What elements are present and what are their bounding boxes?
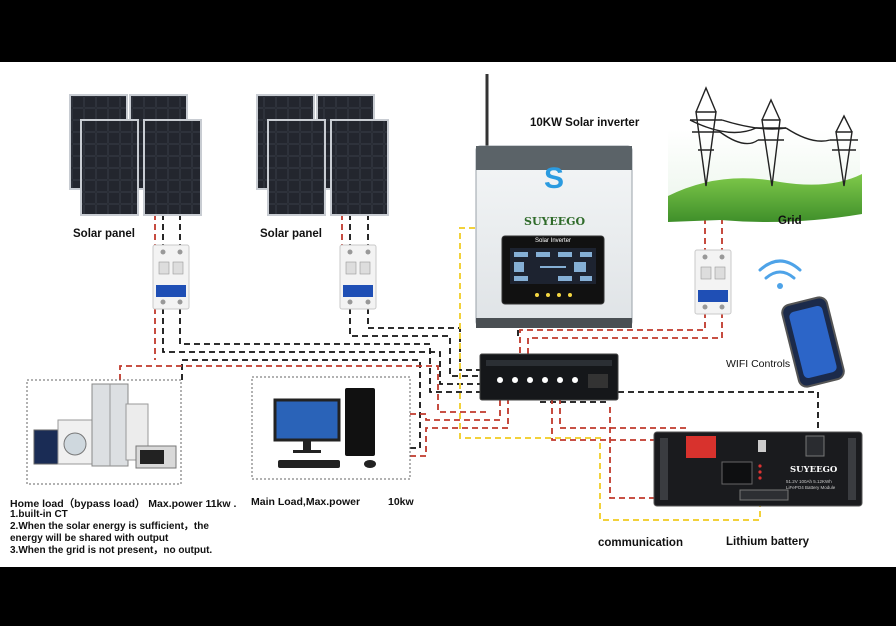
comm-wire <box>459 227 761 521</box>
diagram-canvas: Solar panel Solar panel 10KW Solar inver… <box>0 62 896 567</box>
ac-wires <box>119 214 735 499</box>
battery-spec-1: 51.2V 100Ah 5.12KWh <box>786 479 832 484</box>
wifi-icon <box>758 259 802 289</box>
computer-icon <box>273 388 376 468</box>
home-load-box <box>26 379 182 485</box>
home-appliances <box>33 383 177 469</box>
smartphone-icon <box>781 296 845 388</box>
solar-panel-array-left <box>69 94 202 216</box>
breaker-left <box>152 244 190 310</box>
wiring-diagram <box>26 74 863 521</box>
inverter-brand: SUYEEGO <box>524 215 586 228</box>
home-load-title: Home load（bypass load） Max.power 11kw . <box>10 498 237 510</box>
battery-brand: SUYEEGO <box>790 465 838 475</box>
main-load-label: Main Load,Max.power <box>251 496 361 508</box>
lithium-battery-label: Lithium battery <box>726 536 810 548</box>
inverter-screen-title: Solar Inverter <box>534 238 571 244</box>
inverter <box>475 74 633 328</box>
breaker-grid <box>694 249 732 315</box>
inverter-logo: S <box>543 162 564 195</box>
solar-panel-left-label: Solar panel <box>73 228 135 240</box>
solar-panel-array-right <box>256 94 389 216</box>
wifi-controls-label: WIFI Controls <box>726 358 791 370</box>
lithium-battery <box>653 431 863 507</box>
home-load-note: 1.built-in CT <box>10 509 68 520</box>
main-load-power: 10kw <box>388 496 414 508</box>
communication-label: communication <box>598 537 683 549</box>
home-load-note: 3.When the grid is not present，no output… <box>10 545 213 556</box>
home-load-note: energy will be shared with output <box>10 533 169 544</box>
solar-panel-right-label: Solar panel <box>260 228 322 240</box>
battery-spec-2: LiFePO4 Battery Module <box>786 485 836 490</box>
breaker-right <box>339 244 377 310</box>
home-load-note: 2.When the solar energy is sufficient，th… <box>10 521 209 532</box>
grid-label: Grid <box>778 215 802 227</box>
distribution-box <box>479 353 619 401</box>
main-load-box <box>251 376 411 480</box>
inverter-title: 10KW Solar inverter <box>530 117 640 129</box>
grid-scene <box>668 86 862 222</box>
home-load-notes: 1.built-in CT 2.When the solar energy is… <box>10 509 212 557</box>
